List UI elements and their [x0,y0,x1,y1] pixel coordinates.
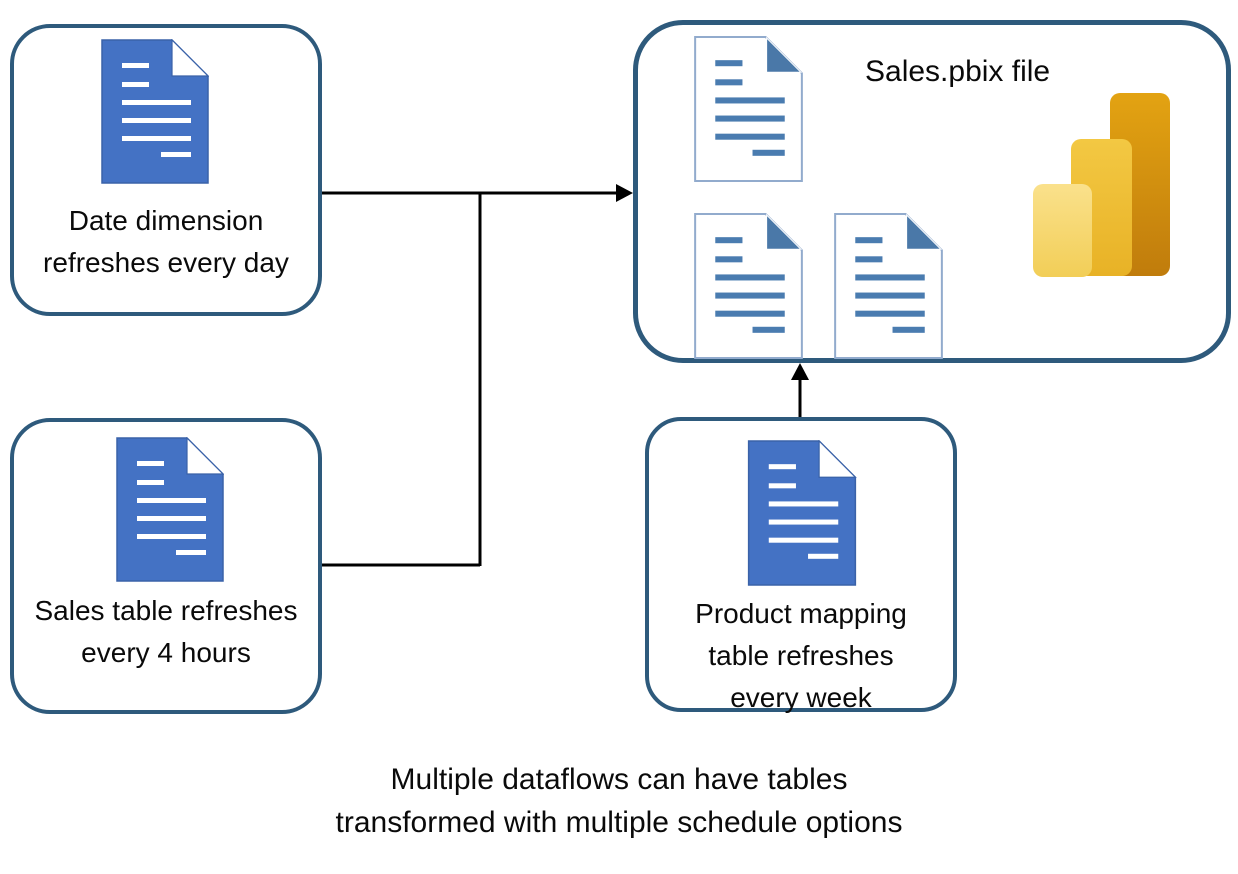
label-line: table refreshes [708,640,894,671]
arrow-product-mapping-to-pbix [791,363,809,417]
document-icon [116,437,224,582]
diagram-caption: Multiple dataflows can have tables trans… [0,758,1238,844]
arrow-date-dimension-to-pbix [322,184,633,202]
power-bi-bar-short [1033,184,1092,277]
box-label-sales-table: Sales table refreshes every 4 hours [14,590,318,674]
label-line: every 4 hours [81,637,251,668]
box-date-dimension: Date dimension refreshes every day [10,24,322,316]
connector-sales-table-join [322,192,482,567]
label-line: Product mapping [695,598,907,629]
label-line: Date dimension [68,205,264,236]
document-outline-icon [834,213,943,359]
caption-line: Multiple dataflows can have tables [390,763,848,796]
pbix-file-title: Sales.pbix file [865,55,1051,88]
caption-line: transformed with multiple schedule optio… [335,806,903,839]
document-outline-icon [694,36,803,182]
label-line: refreshes every day [43,247,289,278]
document-icon [101,39,209,184]
box-label-product-mapping: Product mapping table refreshes every we… [649,593,953,719]
box-sales-pbix: Sales.pbix file [633,20,1231,363]
label-line: Sales table refreshes [34,595,298,626]
document-icon [747,440,857,586]
box-product-mapping: Product mapping table refreshes every we… [645,417,957,713]
label-line: every week [730,682,872,713]
document-outline-icon [694,213,803,359]
box-label-date-dimension: Date dimension refreshes every day [14,200,318,284]
box-sales-table: Sales table refreshes every 4 hours [10,418,322,714]
